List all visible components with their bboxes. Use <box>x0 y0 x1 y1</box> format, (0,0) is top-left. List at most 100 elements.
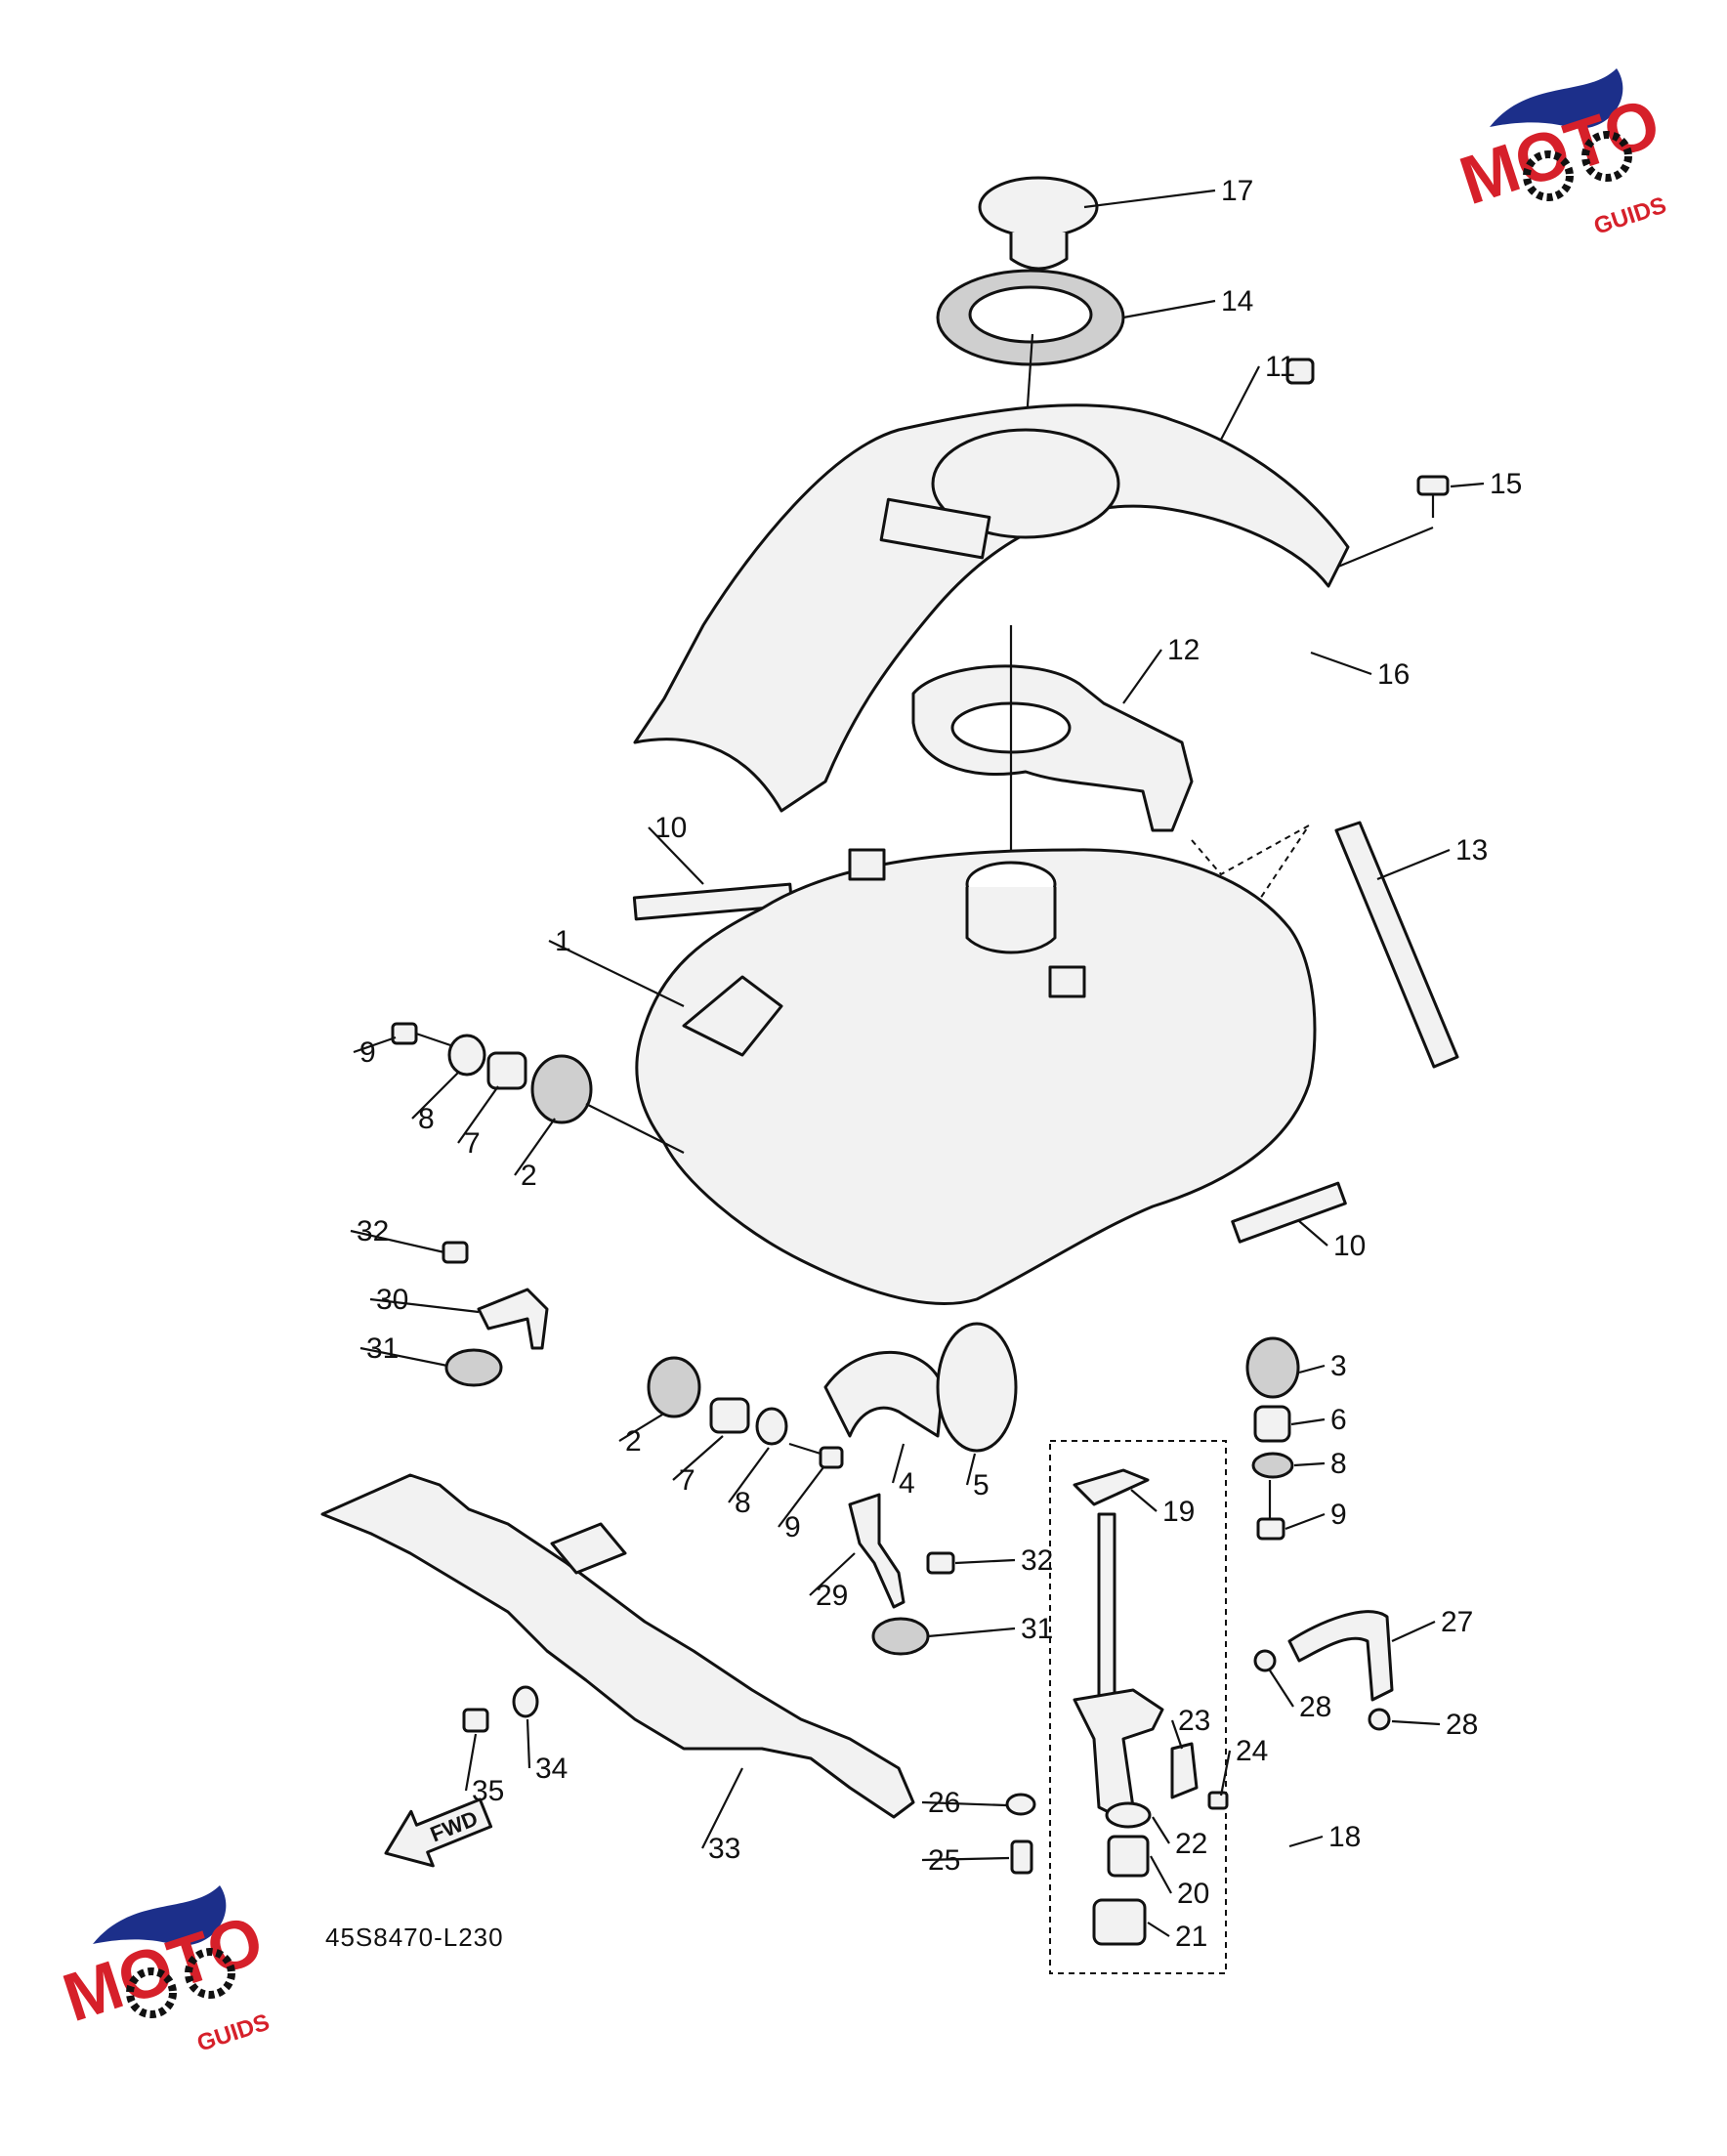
leader-line-12 <box>1122 649 1162 704</box>
callout-label-35: 35 <box>472 1775 504 1807</box>
leader-line-9 <box>1285 1512 1326 1531</box>
callout-label-33: 33 <box>708 1833 740 1865</box>
leader-line-31 <box>927 1627 1016 1638</box>
callout-label-3: 3 <box>1330 1350 1347 1382</box>
leader-line-25 <box>921 1856 1010 1862</box>
callout-label-31: 31 <box>366 1332 399 1365</box>
leader-line-6 <box>1290 1417 1326 1426</box>
callout-label-6: 6 <box>1330 1404 1347 1436</box>
leader-line-21 <box>1147 1922 1170 1937</box>
callout-label-26: 26 <box>928 1787 960 1819</box>
callout-label-23: 23 <box>1178 1705 1210 1737</box>
part-bolt-9-lower <box>788 1442 844 1469</box>
part-fuel-cap <box>978 176 1099 271</box>
callout-label-8: 8 <box>418 1103 435 1135</box>
leader-line-34 <box>526 1718 531 1769</box>
part-bolt-9-upper-left <box>391 1022 460 1050</box>
part-band-5 <box>936 1322 1018 1453</box>
leader-line-5 <box>965 1453 977 1486</box>
part-lever-23 <box>1170 1742 1199 1799</box>
callout-label-8: 8 <box>1330 1448 1347 1480</box>
leader-line-10 <box>648 826 704 885</box>
callout-label-30: 30 <box>376 1284 408 1316</box>
leader-line-18 <box>1288 1835 1324 1848</box>
part-bracket-30-left <box>442 1241 549 1387</box>
logo-suffix: GUIDS <box>194 2009 274 2057</box>
callout-label-9: 9 <box>784 1511 801 1543</box>
leader-line-19 <box>1130 1489 1158 1512</box>
callout-label-22: 22 <box>1175 1828 1207 1860</box>
leader-line-9 <box>353 1036 397 1054</box>
part-clip-28-upper <box>1253 1649 1277 1672</box>
callout-label-19: 19 <box>1162 1496 1195 1528</box>
leader-line-22 <box>1152 1816 1170 1844</box>
leader-line-10 <box>1298 1220 1328 1247</box>
leader-line-7 <box>457 1085 499 1144</box>
callout-label-10: 10 <box>654 812 687 844</box>
part-collar-7-lower <box>709 1397 750 1434</box>
part-washer-8-right <box>1251 1452 1294 1479</box>
leader-line-23 <box>1170 1719 1184 1750</box>
callout-label-1: 1 <box>555 925 571 957</box>
part-hose-13 <box>1334 821 1459 1069</box>
part-cap-ring <box>936 269 1125 366</box>
callout-label-15: 15 <box>1490 468 1522 500</box>
part-damper-2-upper-left <box>530 1054 593 1124</box>
part-collar-7-upper-left <box>486 1051 527 1090</box>
part-collar-34 <box>512 1685 539 1718</box>
leader-line-1 <box>548 940 685 1007</box>
part-cover-label <box>879 497 991 560</box>
callout-label-8: 8 <box>735 1487 751 1519</box>
callout-label-27: 27 <box>1441 1606 1473 1638</box>
callout-label-5: 5 <box>973 1469 990 1501</box>
leader-line-8 <box>728 1447 770 1503</box>
leader-line-14 <box>1122 299 1216 319</box>
callout-label-32: 32 <box>357 1215 389 1247</box>
part-collar-6-right <box>1253 1405 1291 1443</box>
leader-line-30 <box>369 1297 480 1314</box>
part-screw-24 <box>1207 1791 1229 1810</box>
leader-line-32 <box>954 1558 1016 1565</box>
callout-label-34: 34 <box>535 1753 568 1785</box>
leader-line-31 <box>359 1346 448 1368</box>
callout-label-4: 4 <box>899 1467 915 1500</box>
leader-line-16 <box>1310 651 1372 676</box>
part-screw-25 <box>1010 1839 1033 1875</box>
callout-label-31: 31 <box>1021 1613 1053 1645</box>
callout-label-14: 14 <box>1221 285 1253 317</box>
part-washer-8-upper-left <box>447 1034 486 1077</box>
part-damper-2-lower <box>647 1356 701 1418</box>
leader-line-29 <box>809 1552 856 1596</box>
leader-line-2 <box>514 1118 556 1176</box>
callout-label-20: 20 <box>1177 1878 1209 1910</box>
callout-label-2: 2 <box>521 1160 537 1192</box>
leader-line-8 <box>411 1071 460 1120</box>
part-gasket-19 <box>1073 1468 1150 1506</box>
leader-line-4 <box>891 1443 906 1484</box>
callout-label-32: 32 <box>1021 1544 1053 1577</box>
part-washer-26 <box>1005 1793 1036 1816</box>
moto-guids-logo-bottom-left: MOTO GUIDS <box>55 1885 274 2057</box>
part-strip-10-bottom <box>1231 1181 1347 1244</box>
part-bracket-29 <box>848 1493 955 1656</box>
leader-line-15 <box>1450 482 1485 488</box>
leader-line-9 <box>778 1466 824 1528</box>
callout-label-24: 24 <box>1236 1735 1268 1767</box>
part-filler-neck-cover <box>931 428 1120 539</box>
callout-label-18: 18 <box>1328 1821 1361 1853</box>
part-damper-3-right <box>1245 1336 1300 1399</box>
callout-label-21: 21 <box>1175 1921 1207 1953</box>
callout-label-17: 17 <box>1221 175 1253 207</box>
part-bolt-35 <box>462 1708 489 1733</box>
diagram-code: 45S8470-L230 <box>325 1923 504 1952</box>
part-hose-27 <box>1287 1610 1394 1702</box>
leader-line-3 <box>1298 1364 1326 1374</box>
callout-label-10: 10 <box>1333 1230 1366 1262</box>
callout-label-11: 11 <box>1265 351 1295 383</box>
leader-line-33 <box>701 1767 743 1849</box>
fuel-cock-assembly-box <box>1049 1440 1227 1974</box>
part-bolt-15 <box>1416 475 1450 518</box>
callout-label-9: 9 <box>359 1036 376 1069</box>
part-tank-cover <box>633 403 1350 813</box>
